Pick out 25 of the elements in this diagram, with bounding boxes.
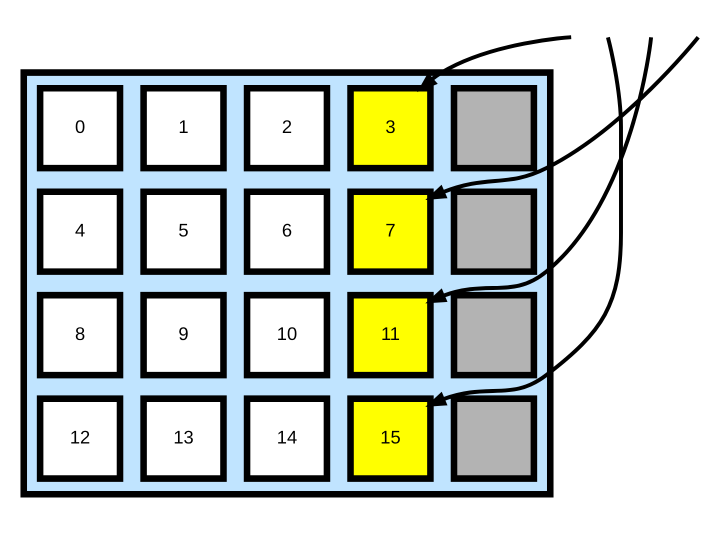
arrow — [425, 36, 700, 200]
arrow — [425, 36, 623, 407]
node-box: 14 — [244, 395, 330, 482]
node-box — [450, 84, 538, 172]
node-box: 5 — [140, 188, 227, 275]
cluster — [20, 69, 554, 498]
node-box: 7 — [347, 188, 434, 275]
node-box: 6 — [244, 188, 330, 275]
node-box: 13 — [140, 395, 227, 482]
node-box: 9 — [140, 292, 227, 378]
node-box: 8 — [36, 292, 124, 378]
node-box — [450, 395, 538, 482]
node-box: 2 — [244, 84, 330, 172]
arrow — [417, 35, 572, 92]
node-box: 10 — [244, 292, 330, 378]
node-box — [450, 292, 538, 378]
node-box: 4 — [36, 188, 124, 275]
arrow — [425, 37, 654, 304]
node-box: 11 — [347, 292, 434, 378]
node-box — [450, 188, 538, 275]
node-box: 3 — [347, 84, 434, 172]
node-box: 15 — [347, 395, 434, 482]
node-box: 0 — [36, 84, 124, 172]
node-box: 12 — [36, 395, 124, 482]
node-box: 1 — [140, 84, 227, 172]
